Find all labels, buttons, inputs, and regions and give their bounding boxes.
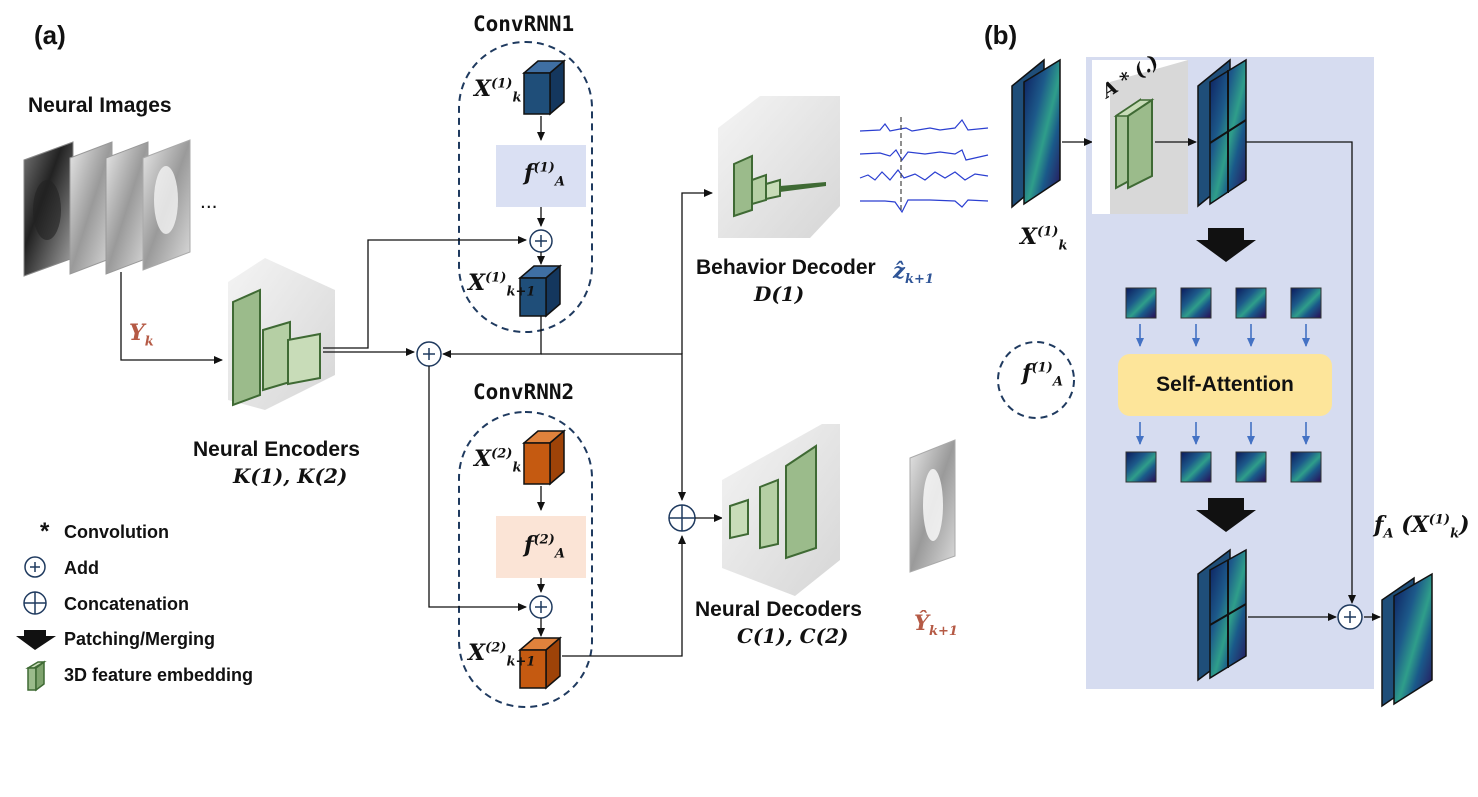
yk-label: Yk	[129, 320, 154, 350]
b-residual-arrows	[1246, 141, 1381, 621]
x2k1-cube	[517, 636, 563, 690]
encoders-math-label: K(1), K(2)	[233, 464, 348, 488]
x1k-cube	[521, 59, 567, 116]
neural-encoder	[228, 258, 335, 410]
legend-patching-label: Patching/Merging	[64, 629, 216, 649]
convrnn1-label: ConvRNN1	[473, 12, 575, 36]
legend-convolution-label: Convolution	[64, 522, 169, 542]
concat-circle	[668, 504, 696, 532]
behavior-decoder-label: Behavior Decoder	[696, 256, 876, 279]
legend-add-icon	[24, 556, 46, 578]
flow-arrows	[120, 116, 723, 657]
f1-label: f(1)A	[524, 160, 565, 190]
self-attention-box: Self-Attention	[1118, 354, 1332, 416]
panel-label-a: (a)	[34, 20, 66, 50]
b-merged-map	[1197, 548, 1247, 682]
x2k-label: X(2)k	[474, 446, 522, 476]
behavior-decoder	[718, 96, 840, 238]
f2-box	[496, 516, 586, 578]
b-conv-output-map	[1197, 58, 1247, 208]
b-conv-box	[1092, 60, 1188, 214]
zhat-label: ẑk+1	[893, 258, 934, 288]
fa-dashed-circle	[997, 341, 1075, 419]
b-output-map	[1381, 572, 1433, 708]
legend-patching-icon	[16, 630, 56, 650]
legend-concat-label: Concatenation	[64, 594, 190, 614]
b-input-feature-map	[1011, 58, 1061, 209]
neural-encoders-label: Neural Encoders	[193, 438, 360, 461]
yhat-label: Ŷk+1	[914, 610, 958, 640]
legend-convolution-symbol: *	[40, 518, 50, 545]
b-input-label: X(1)k	[1020, 224, 1068, 254]
ellipsis-label: ...	[200, 190, 218, 213]
merging-arrow-bottom	[1196, 498, 1256, 532]
add-circle-rnn2	[529, 595, 553, 619]
blue-arrows-in	[1136, 324, 1310, 445]
predicted-neural-image	[909, 439, 956, 573]
patching-arrow-top	[1196, 228, 1256, 262]
legend-embedding-icon	[25, 660, 47, 692]
convrnn2-capsule	[458, 411, 593, 708]
convrnn1-capsule	[458, 41, 593, 333]
legend-concat-icon	[23, 591, 47, 615]
neural-image-stack	[23, 139, 191, 277]
neural-images-label: Neural Images	[28, 94, 172, 117]
x1k1-label: X(1)k+1	[468, 270, 536, 300]
legend-add-label: Add	[64, 558, 99, 578]
behavior-traces	[859, 117, 989, 214]
legend-embedding-label: 3D feature embedding	[64, 665, 254, 685]
neural-decoders-label: Neural Decoders	[695, 598, 862, 621]
add-circle-encoder	[416, 341, 442, 367]
behavior-math-label: D(1)	[754, 282, 805, 306]
x2k-cube	[521, 429, 567, 486]
convrnn2-label: ConvRNN2	[473, 380, 575, 404]
x1k-label: X(1)k	[474, 76, 522, 106]
decoders-math-label: C(1), C(2)	[737, 624, 849, 648]
f2-label: f(2)A	[524, 532, 565, 562]
add-circle-rnn1	[529, 229, 553, 253]
b-add-circle	[1337, 604, 1363, 630]
neural-decoder	[722, 424, 840, 596]
f1-box	[496, 145, 586, 207]
patch-tiles-top	[1125, 287, 1322, 319]
b-fa-label: f(1)A	[1022, 360, 1063, 390]
x2k1-label: X(2)k+1	[468, 640, 536, 670]
x1k1-cube	[517, 264, 563, 318]
panel-label-b: (b)	[984, 20, 1018, 50]
b-output-label: fA (X(1)k)	[1374, 512, 1470, 542]
patch-tiles-bottom	[1125, 451, 1322, 483]
